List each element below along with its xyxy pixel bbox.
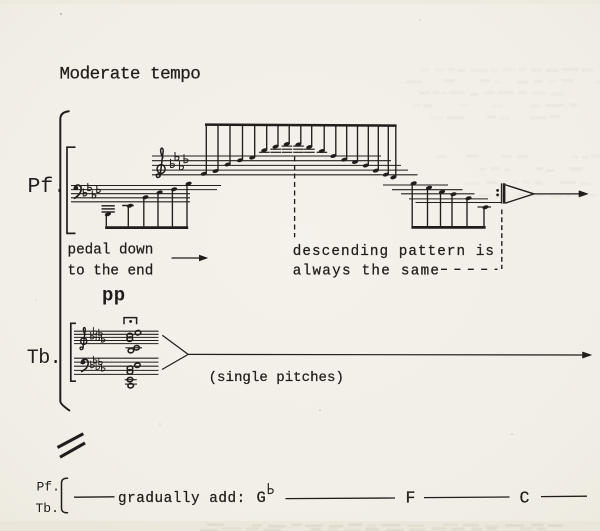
svg-text:Tb.: Tb.: [36, 501, 59, 516]
svg-text:(single pitches): (single pitches): [209, 370, 344, 386]
svg-text:Tb.: Tb.: [27, 347, 61, 370]
svg-text:Moderate tempo: Moderate tempo: [60, 64, 201, 84]
svg-text:C: C: [520, 488, 530, 507]
svg-text:gradually add:: gradually add:: [118, 491, 246, 507]
svg-text:pedal down: pedal down: [68, 242, 154, 258]
svg-text:F: F: [406, 488, 416, 507]
svg-text:Pf.: Pf.: [28, 175, 67, 199]
svg-text:G: G: [257, 489, 266, 507]
svg-text:pp: pp: [102, 285, 126, 307]
svg-text:to the end: to the end: [68, 264, 154, 280]
svg-text:Pf.: Pf.: [37, 480, 60, 495]
svg-text:descending pattern is: descending pattern is: [293, 244, 495, 260]
svg-text:always the same: always the same: [293, 263, 440, 279]
